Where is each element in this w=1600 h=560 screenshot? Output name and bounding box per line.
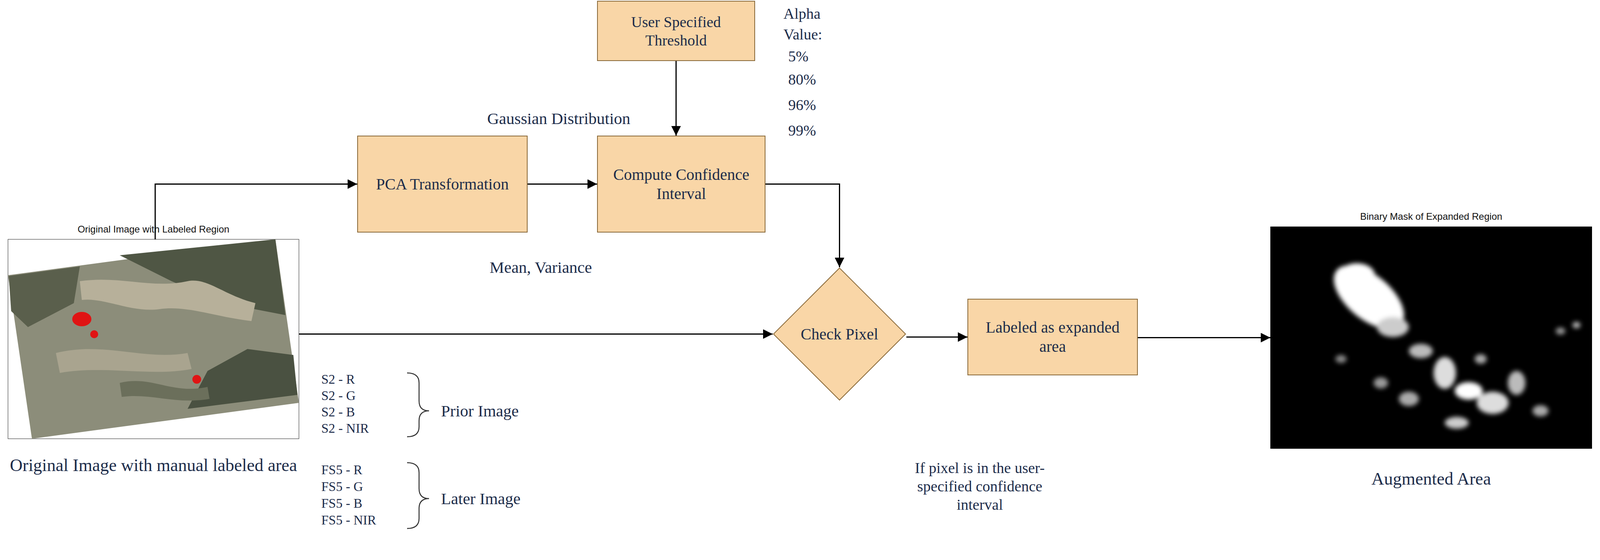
image-title: Binary Mask of Expanded Region bbox=[1270, 210, 1593, 223]
image-panel: Original Image with Labeled RegionOrigin… bbox=[7, 239, 299, 440]
mask-blob bbox=[1555, 327, 1566, 335]
node-text: Compute Confidence Interval bbox=[605, 165, 757, 204]
mask-blob bbox=[1454, 382, 1483, 400]
band-name: S2 - R bbox=[321, 371, 402, 388]
curly-brace bbox=[407, 462, 430, 529]
mask-blob bbox=[1474, 354, 1487, 364]
threshold-heading: Alpha Value: bbox=[783, 3, 848, 45]
group-label: Prior Image bbox=[441, 401, 561, 422]
mask-blob bbox=[1433, 357, 1456, 390]
image-panel: Binary Mask of Expanded RegionAugmented … bbox=[1270, 226, 1593, 449]
flow-arrow bbox=[675, 61, 677, 136]
process-box: User Specified Threshold bbox=[597, 0, 756, 62]
band-name: FS5 - B bbox=[321, 495, 402, 512]
flow-arrow bbox=[765, 184, 840, 268]
mask-blob bbox=[1322, 253, 1416, 341]
river-area bbox=[79, 279, 256, 322]
flow-arrow bbox=[906, 336, 968, 339]
node-text: PCA Transformation bbox=[375, 174, 509, 194]
image-caption: Augmented Area bbox=[1270, 468, 1593, 491]
edge-note: Gaussian Distribution bbox=[454, 108, 663, 129]
band-name: S2 - B bbox=[321, 404, 402, 421]
mask-background bbox=[1270, 226, 1593, 449]
node-text: Check Pixel bbox=[800, 324, 879, 345]
labeled-region bbox=[72, 312, 92, 327]
flow-arrow bbox=[527, 183, 598, 185]
band-name: FS5 - NIR bbox=[321, 512, 402, 529]
mask-blob bbox=[1408, 344, 1433, 359]
forest-patch bbox=[187, 349, 298, 410]
flow-arrow bbox=[298, 333, 773, 335]
condition-note: If pixel is in the user-specified confid… bbox=[895, 458, 1064, 515]
satellite-scene bbox=[7, 239, 299, 440]
mask-blob bbox=[1373, 377, 1389, 389]
mask-blob bbox=[1444, 417, 1469, 430]
image-caption: Original Image with manual labeled area bbox=[7, 454, 299, 477]
mask-blob bbox=[1338, 263, 1375, 288]
flow-arrow bbox=[155, 184, 358, 240]
river-area bbox=[55, 349, 192, 374]
mask-blob bbox=[1507, 371, 1526, 396]
labeled-region bbox=[192, 375, 202, 384]
band-name: FS5 - G bbox=[321, 478, 402, 495]
mask-blob bbox=[1532, 405, 1549, 417]
mask-blob bbox=[1376, 317, 1409, 338]
node-text: Labeled as expanded area bbox=[976, 318, 1130, 357]
labeled-region bbox=[90, 330, 99, 339]
alpha-value: 5% bbox=[788, 46, 837, 67]
image-title: Original Image with Labeled Region bbox=[7, 223, 299, 236]
group-label: Later Image bbox=[441, 488, 561, 509]
alpha-value: 80% bbox=[788, 69, 837, 90]
decision-diamond: Check Pixel bbox=[772, 267, 907, 402]
process-box: Compute Confidence Interval bbox=[597, 135, 766, 233]
edge-note: Mean, Variance bbox=[460, 257, 621, 278]
node-text: User Specified Threshold bbox=[605, 12, 747, 50]
flow-arrow bbox=[1137, 337, 1271, 339]
mask-blob bbox=[1476, 391, 1509, 415]
band-name: S2 - NIR bbox=[321, 420, 402, 437]
band-name: FS5 - R bbox=[321, 462, 402, 479]
forest-patch bbox=[119, 381, 210, 401]
alpha-value: 96% bbox=[788, 94, 837, 115]
curly-brace bbox=[407, 373, 430, 438]
forest-patch bbox=[8, 266, 80, 328]
band-name: S2 - G bbox=[321, 387, 402, 404]
decision-diamond-shape bbox=[773, 268, 906, 401]
mask-blob bbox=[1572, 322, 1581, 329]
process-box: PCA Transformation bbox=[357, 135, 528, 233]
mask-blob bbox=[1398, 391, 1419, 407]
image-frame bbox=[7, 239, 299, 440]
mask-blob bbox=[1335, 355, 1347, 364]
process-box: Labeled as expanded area bbox=[967, 298, 1138, 376]
alpha-value: 99% bbox=[788, 120, 837, 141]
